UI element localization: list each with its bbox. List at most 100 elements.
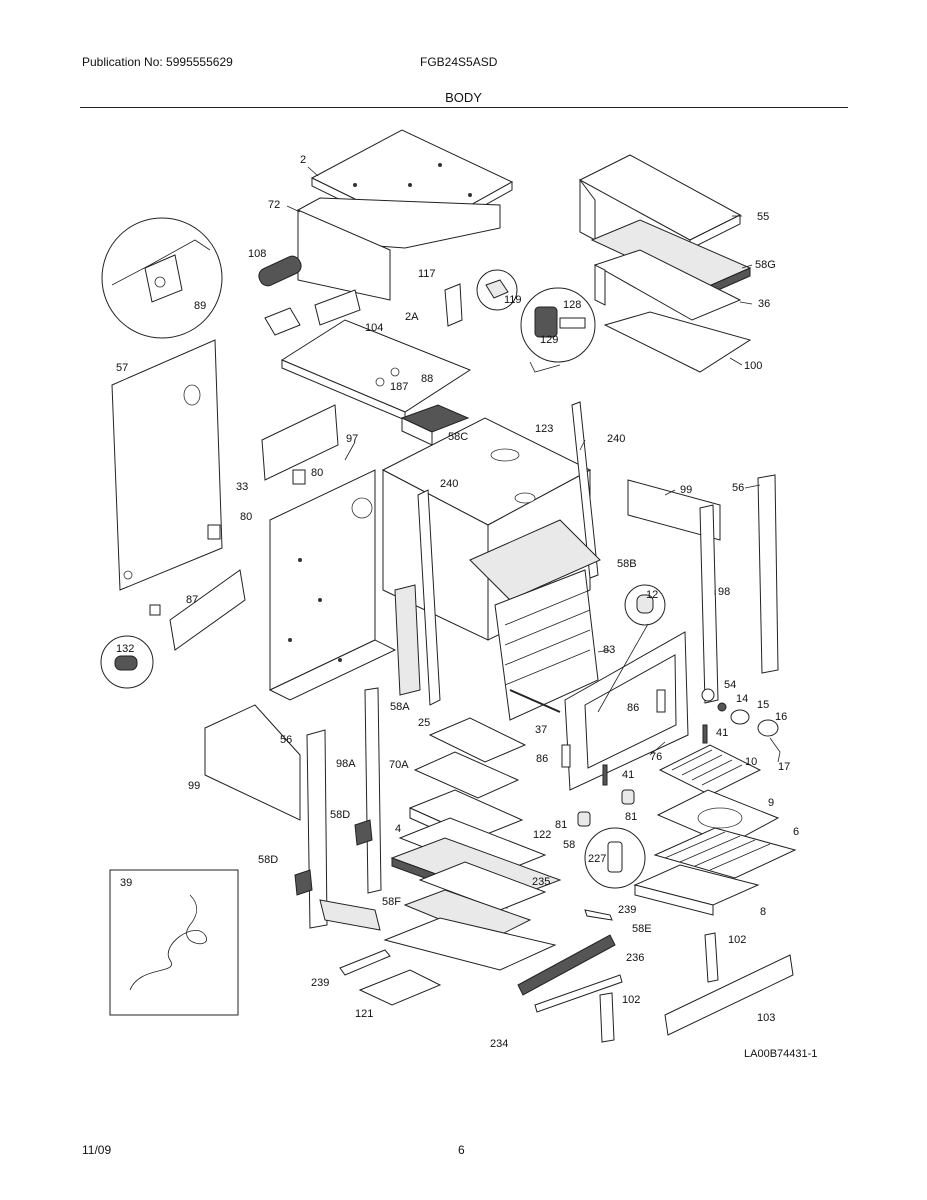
part-clip-80 (207, 469, 306, 540)
part-strip-240 (417, 401, 599, 706)
callout-123: 123 (535, 423, 553, 435)
callout-12: 12 (646, 589, 658, 601)
callout-236: 236 (626, 952, 644, 964)
callout-240: 240 (440, 478, 458, 490)
part-insulation-58A (394, 584, 421, 696)
callout-58E: 58E (632, 923, 652, 935)
part-102 (599, 932, 719, 1043)
detail-circle-227 (584, 827, 646, 889)
callout-2: 2 (300, 154, 306, 166)
callout-14: 14 (736, 693, 748, 705)
part-bracket-99-right (627, 479, 721, 541)
callout-187: 187 (390, 381, 408, 393)
part-burner-37 (509, 689, 561, 713)
callout-72: 72 (268, 199, 280, 211)
callout-102: 102 (728, 934, 746, 946)
part-oven-cavity-83 (494, 569, 599, 721)
callout-4: 4 (395, 823, 401, 835)
callout-81: 81 (555, 819, 567, 831)
callout-80: 80 (240, 511, 252, 523)
callout-2A: 2A (405, 311, 419, 323)
callout-80: 80 (311, 467, 323, 479)
part-cover-55 (578, 154, 742, 250)
callout-58G: 58G (755, 259, 776, 271)
callout-104: 104 (365, 322, 383, 334)
callout-121: 121 (355, 1008, 373, 1020)
part-rail-87 (169, 569, 246, 651)
callout-100: 100 (744, 360, 762, 372)
page-number: 6 (458, 1143, 465, 1157)
callout-98: 98 (718, 586, 730, 598)
part-oven-rack-6 (653, 827, 797, 879)
callout-58D: 58D (258, 854, 278, 866)
callout-128: 128 (563, 299, 581, 311)
publication-number: Publication No: 5995555629 (82, 55, 233, 69)
callout-6: 6 (793, 826, 799, 838)
part-121 (358, 969, 442, 1006)
part-side-panel-72 (297, 197, 501, 301)
part-lamp-assembly (701, 688, 781, 763)
callout-102: 102 (622, 994, 640, 1006)
part-insulation-58B (469, 519, 601, 601)
part-81 (577, 789, 635, 827)
callout-99: 99 (188, 780, 200, 792)
part-body-97 (268, 469, 397, 701)
callout-117: 117 (418, 268, 436, 280)
part-insulation-58E (517, 934, 616, 996)
part-panel-25 (428, 717, 527, 763)
callout-132: 132 (116, 643, 134, 655)
header-divider (80, 107, 848, 108)
callout-108: 108 (248, 248, 266, 260)
part-117 (444, 283, 463, 327)
callout-58C: 58C (448, 431, 468, 443)
callout-56: 56 (732, 482, 744, 494)
part-bracket-239 (339, 909, 613, 976)
part-insulation-58D (294, 819, 381, 931)
callout-86: 86 (627, 702, 639, 714)
callout-99: 99 (680, 484, 692, 496)
part-broiler-pan-9 (656, 789, 780, 846)
part-panel-70A (413, 751, 520, 799)
part-rail-98A (364, 687, 382, 894)
callout-leader-lines (286, 166, 761, 756)
callout-88: 88 (421, 373, 433, 385)
callout-57: 57 (116, 362, 128, 374)
callout-39: 39 (120, 877, 132, 889)
part-bracket-104 (314, 289, 361, 326)
callout-89: 89 (194, 300, 206, 312)
detail-circle-12 (624, 584, 666, 626)
part-41 (602, 724, 708, 786)
part-236 (534, 974, 623, 1013)
callout-86: 86 (536, 753, 548, 765)
detail-circle-89 (101, 217, 223, 339)
part-rail-56-right (757, 474, 779, 674)
part-door-frame-76 (564, 631, 689, 791)
callout-58A: 58A (390, 701, 410, 713)
part-igniter-108 (258, 255, 302, 336)
callout-25: 25 (418, 717, 430, 729)
callout-240: 240 (607, 433, 625, 445)
part-hinge-86 (561, 689, 666, 768)
part-panel-33 (261, 404, 339, 481)
callout-10: 10 (745, 756, 757, 768)
callout-97: 97 (346, 433, 358, 445)
callout-83: 83 (603, 644, 615, 656)
callout-122: 122 (533, 829, 551, 841)
callout-16: 16 (775, 711, 787, 723)
callout-58F: 58F (382, 896, 401, 908)
part-panel-2A (280, 319, 472, 421)
callout-37: 37 (535, 724, 547, 736)
callout-15: 15 (757, 699, 769, 711)
callout-129: 129 (540, 334, 558, 346)
model-number: FGB24S5ASD (420, 55, 498, 69)
callout-119: 119 (504, 294, 522, 306)
callout-239: 239 (311, 977, 329, 989)
callout-41: 41 (716, 727, 728, 739)
callout-54: 54 (724, 679, 736, 691)
part-insulation-58C (400, 404, 470, 446)
callout-58: 58 (563, 839, 575, 851)
callout-87: 87 (186, 594, 198, 606)
part-plate-100 (603, 311, 752, 373)
footer-date: 11/09 (82, 1143, 112, 1157)
part-kick-panel-103 (664, 954, 794, 1036)
